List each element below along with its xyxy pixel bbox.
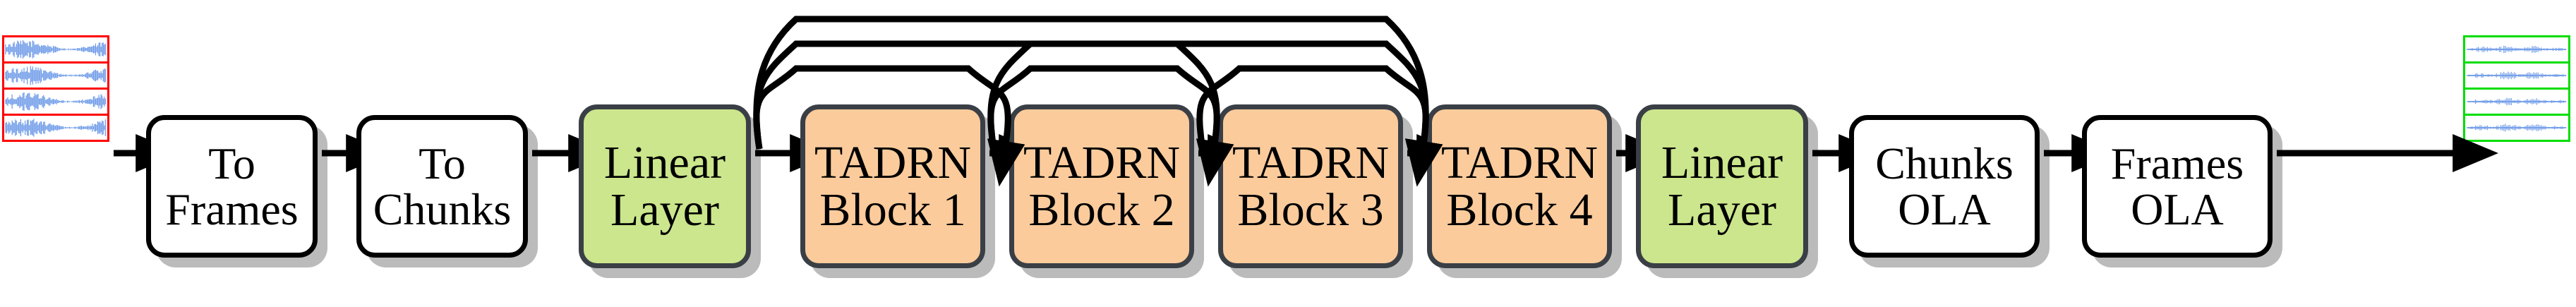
node-label-line: TADRN — [814, 136, 972, 188]
node-label-line: To — [419, 138, 466, 188]
waveform-frame — [2, 114, 109, 142]
node-label-line: Block 3 — [1237, 184, 1384, 236]
node-label-line: Frames — [2110, 138, 2244, 188]
node-label-line: Chunks — [373, 184, 512, 234]
waveform-frame — [2, 88, 109, 116]
waveform-frame — [2463, 88, 2570, 116]
node-label-line: Linear — [603, 136, 726, 188]
input-waveform-stack — [2, 35, 109, 148]
node-label-line: Frames — [165, 184, 299, 234]
node-label-line: TADRN — [1023, 136, 1181, 188]
waveform-frame — [2463, 61, 2570, 90]
node-label-line: Block 2 — [1028, 184, 1175, 236]
node-label-line: OLA — [1898, 184, 1991, 234]
node-label-line: Chunks — [1875, 138, 2014, 188]
node-label-line: Layer — [1668, 184, 1776, 236]
node-label-line: Linear — [1661, 136, 1783, 188]
node-label-line: Block 1 — [819, 184, 966, 236]
node-label-line: TADRN — [1440, 136, 1599, 188]
node-label-line: Layer — [610, 184, 719, 236]
node-label-line: Block 4 — [1446, 184, 1593, 236]
node-label-line: TADRN — [1232, 136, 1390, 188]
node-label-line: OLA — [2131, 184, 2224, 234]
node-label-line: To — [208, 138, 255, 188]
